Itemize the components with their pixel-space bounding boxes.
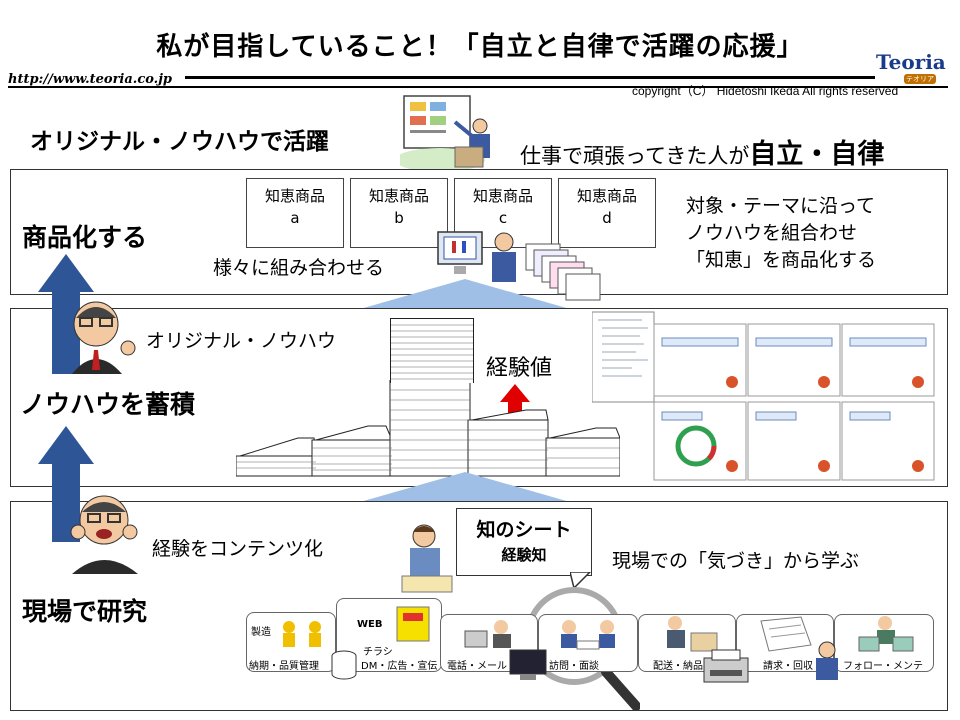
computer-worker-illustration (437, 231, 601, 301)
tall-stack-top (390, 318, 474, 383)
shouting-man-avatar (70, 495, 138, 574)
desc-line: 「知恵」を商品化する (686, 249, 877, 271)
printer-icon (703, 649, 749, 683)
card-manufacturing: 製造 納期・品質管理 (246, 612, 336, 672)
workers-icon (283, 621, 321, 647)
header-divider (185, 76, 875, 79)
card-label: 配送・納品 (653, 661, 703, 672)
desc-line: ノウハウを組合わせ (686, 222, 858, 244)
card-follow-maintenance: フォロー・メンテ (834, 614, 934, 672)
bubble-tail (570, 572, 592, 590)
contents-text: 経験をコンテンツ化 (152, 538, 324, 560)
top-right-heading: 仕事で頑張ってきた人が自立・自律 (520, 132, 884, 171)
box-label: 知恵商品 (264, 187, 325, 205)
document-thumbnails (591, 310, 944, 482)
top-right-emphasis: 自立・自律 (749, 139, 885, 170)
top-right-prefix: 仕事で頑張ってきた人が (520, 144, 750, 168)
card-label: 電話・メール (447, 661, 507, 672)
knowledge-sheet-bubble: 知のシート 経験知 (456, 508, 592, 576)
header-divider-thin (8, 86, 948, 88)
card-label: 訪問・面談 (549, 661, 599, 672)
invoice-icon (760, 616, 812, 652)
page-title: 私が目指していること！「自立と自律で活躍の応援」 (156, 32, 804, 62)
card-label: 請求・回収 (763, 661, 813, 672)
tall-stack-lines (391, 324, 473, 380)
upper-up-arrow (38, 254, 94, 374)
desc-line: 対象・テーマに沿って (686, 195, 876, 217)
presenter-illustration (400, 95, 490, 172)
learn-text: 現場での「気づき」から学ぶ (612, 550, 860, 572)
site-url-link[interactable]: http://www.teoria.co.jp (8, 72, 172, 87)
paper-stacks (235, 307, 621, 480)
sheet-title: 知のシート (476, 519, 572, 541)
phone-person-icon (464, 620, 511, 648)
box-label: 知恵商品 (472, 187, 533, 205)
box-letter: d (602, 209, 612, 227)
panel2-heading: ノウハウを蓄積 (20, 390, 196, 419)
copyright-text: copyright（C） Hidetoshi Ikeda All rights … (632, 84, 899, 98)
up-arrow-icon (500, 384, 530, 428)
logo-subtext: テオリア (904, 74, 936, 84)
wisdom-product-box-b: 知恵商品 b (350, 178, 448, 248)
connector-triangle-upper (360, 279, 570, 309)
card-tag-flyer: チラシ (363, 647, 393, 658)
wisdom-product-box-d: 知恵商品 d (558, 178, 656, 248)
box-label: 知恵商品 (368, 187, 429, 205)
productize-description: 対象・テーマに沿って ノウハウを組合わせ 「知恵」を商品化する (686, 193, 876, 274)
card-label: 納期・品質管理 (249, 661, 319, 672)
stack-drawing (235, 307, 621, 477)
card-label: フォロー・メンテ (843, 661, 923, 672)
card-tag: 製造 (251, 627, 271, 638)
card-label: DM・広告・宣伝 (361, 661, 438, 672)
box-letter: c (498, 209, 508, 227)
delivery-icon (667, 616, 718, 652)
logo-text: Teoria (876, 50, 946, 74)
maintenance-icon (858, 616, 914, 652)
card-tag: WEB (357, 619, 383, 630)
box-letter: a (290, 209, 300, 227)
thinking-person-illustration (401, 524, 453, 593)
box-letter: b (394, 209, 404, 227)
connector-triangle-lower (360, 472, 570, 502)
box-label: 知恵商品 (576, 187, 637, 205)
panel1-heading: 商品化する (22, 223, 148, 252)
card-visit-meeting: 訪問・面談 (538, 614, 638, 672)
top-left-heading: オリジナル・ノウハウで活躍 (30, 129, 329, 155)
computer-icon (509, 649, 547, 680)
database-icon (331, 650, 357, 680)
experience-value-text: 経験値 (486, 356, 553, 381)
flyer-icon (396, 606, 430, 642)
thumbnail-grid (591, 311, 935, 481)
person-icon (816, 641, 838, 680)
teoria-logo: Teoria テオリア (876, 50, 948, 84)
panel3-heading: 現場で研究 (22, 597, 148, 626)
lower-up-arrow (38, 426, 94, 542)
meeting-icon (561, 620, 615, 650)
original-knowhow-text: オリジナル・ノウハウ (146, 330, 337, 352)
presenter-man-avatar (72, 301, 136, 374)
wisdom-product-box-a: 知恵商品 a (246, 178, 344, 248)
combine-text: 様々に組み合わせる (213, 257, 385, 279)
wisdom-product-box-c: 知恵商品 c (454, 178, 552, 248)
sheet-subtitle: 経験知 (501, 546, 547, 564)
